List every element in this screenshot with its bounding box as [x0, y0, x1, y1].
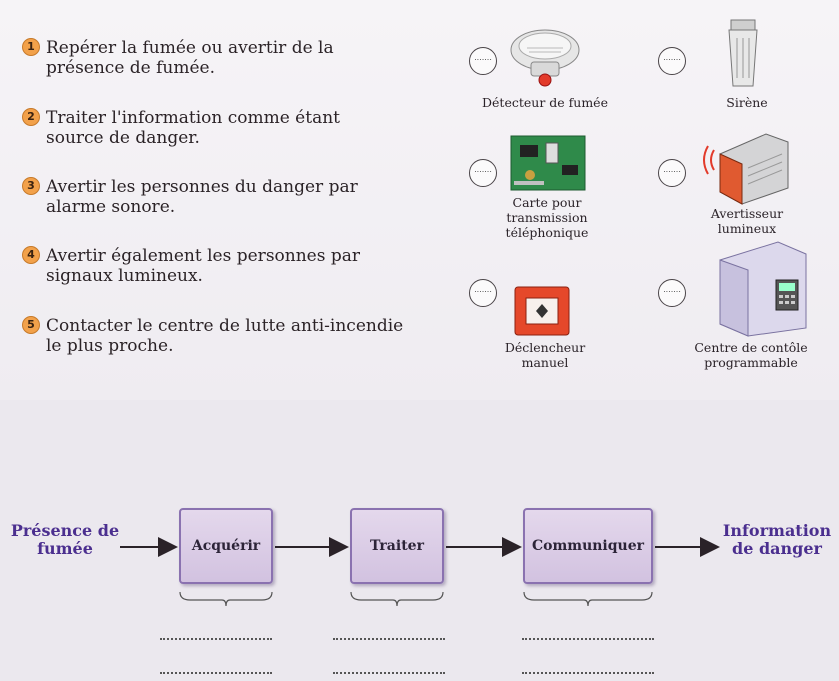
siren-icon	[728, 19, 758, 87]
answer-line-acquire-1[interactable]	[160, 630, 272, 640]
task-number-badge: 1	[22, 38, 40, 56]
chain-block-process: Traiter	[350, 508, 444, 584]
brace-acquire	[179, 591, 273, 607]
brace-process	[350, 591, 444, 607]
components-panel	[0, 0, 839, 400]
task-text: Contacter le centre de lutte anti-incend…	[46, 316, 404, 356]
circuit-board-icon	[510, 135, 586, 191]
chain-block-acquire: Acquérir	[179, 508, 273, 584]
chain-input-label: Présence de fumée	[10, 521, 120, 558]
brace-communicate	[523, 591, 653, 607]
task-text: Traiter l'information comme étant source…	[46, 108, 340, 148]
manual-trigger-caption: Déclencheur manuel	[504, 340, 586, 370]
chain-block-communicate: Communiquer	[523, 508, 653, 584]
smoke-detector-icon	[510, 29, 580, 87]
manual-call-point-icon	[514, 286, 570, 336]
task-number-badge: 3	[22, 177, 40, 195]
task-number-badge: 4	[22, 246, 40, 264]
task-item-2: 2 Traiter l'information comme étant sour…	[22, 108, 422, 148]
smoke-detector-caption: Détecteur de fumée	[482, 95, 608, 110]
task-number-badge: 5	[22, 316, 40, 334]
task-item-4: 4 Avertir également les personnes par si…	[22, 246, 422, 286]
answer-slot-phone-card[interactable]: .......	[469, 159, 497, 187]
answer-slot-smoke-detector[interactable]: .......	[469, 47, 497, 75]
task-text: Avertir également les personnes par sign…	[46, 246, 361, 286]
answer-slot-light-signal[interactable]: .......	[658, 159, 686, 187]
control-center-caption: Centre de contôle programmable	[694, 340, 808, 370]
light-signal-caption: Avertisseur lumineux	[710, 206, 784, 236]
control-panel-icon	[719, 241, 807, 337]
answer-line-acquire-2[interactable]	[160, 664, 272, 674]
task-text: Avertir les personnes du danger par alar…	[46, 177, 358, 217]
task-number-badge: 2	[22, 108, 40, 126]
phone-card-caption: Carte pour transmission téléphonique	[505, 195, 589, 240]
task-item-5: 5 Contacter le centre de lutte anti-ince…	[22, 316, 422, 356]
chain-output-label: Information de danger	[722, 521, 832, 558]
answer-slot-manual-trigger[interactable]: .......	[469, 279, 497, 307]
warning-light-icon	[703, 133, 789, 205]
answer-slot-siren[interactable]: .......	[658, 47, 686, 75]
task-item-1: 1 Repérer la fumée ou avertir de la prés…	[22, 38, 422, 78]
answer-slot-control-center[interactable]: .......	[658, 279, 686, 307]
task-item-3: 3 Avertir les personnes du danger par al…	[22, 177, 422, 217]
answer-line-communicate-1[interactable]	[522, 630, 654, 640]
siren-caption: Sirène	[726, 95, 768, 110]
task-text: Repérer la fumée ou avertir de la présen…	[46, 38, 334, 78]
answer-line-process-2[interactable]	[333, 664, 445, 674]
answer-line-communicate-2[interactable]	[522, 664, 654, 674]
answer-line-process-1[interactable]	[333, 630, 445, 640]
